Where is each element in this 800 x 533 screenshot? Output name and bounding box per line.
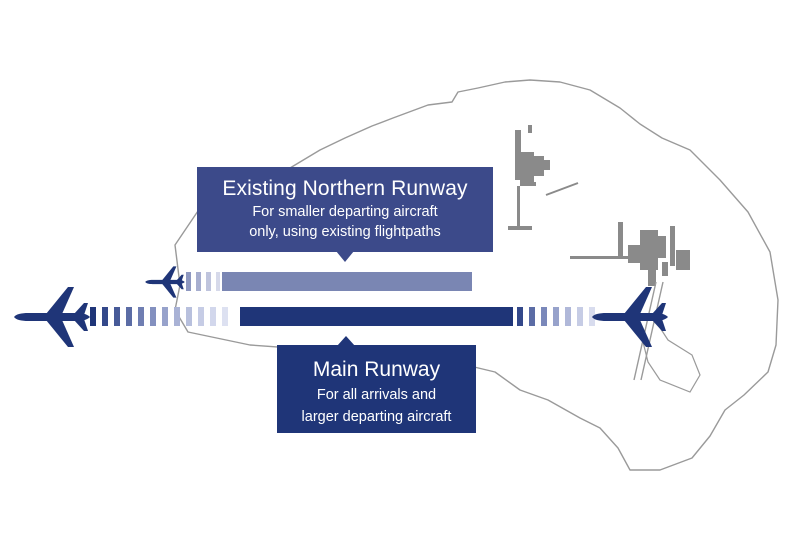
main-runway-title: Main Runway (312, 358, 441, 381)
northern-runway-desc-line-2: only, using existing flightpaths (249, 224, 441, 241)
northern-runway-callout: Existing Northern Runway For smaller dep… (197, 167, 493, 252)
eastern-runway-line-2 (640, 281, 664, 381)
eastern-runway-line-1 (633, 281, 657, 381)
northern-runway-desc-line-1: For smaller departing aircraft (252, 204, 438, 220)
airport-inner-outline (639, 319, 701, 393)
main-runway-bar (240, 307, 513, 326)
main-runway-dashes-west (90, 307, 228, 326)
northern-runway-dashes (186, 272, 220, 291)
northern-callout-pointer (336, 251, 354, 262)
northern-runway-bar (222, 272, 472, 291)
main-runway-callout: Main Runway For all arrivals and larger … (277, 345, 476, 433)
eastern-terminal-buildings (570, 222, 690, 286)
main-callout-pointer (337, 336, 355, 346)
airplane-icon (592, 287, 668, 347)
northern-terminal-buildings (508, 125, 550, 230)
main-runway-dashes-east (517, 307, 595, 326)
main-runway-desc-line-2: larger departing aircraft (301, 409, 452, 426)
main-runway-desc-line-1: For all arrivals and (316, 387, 437, 403)
northern-taxiway (545, 182, 579, 196)
northern-runway-title: Existing Northern Runway (222, 177, 468, 200)
airplane-icon (14, 287, 90, 347)
